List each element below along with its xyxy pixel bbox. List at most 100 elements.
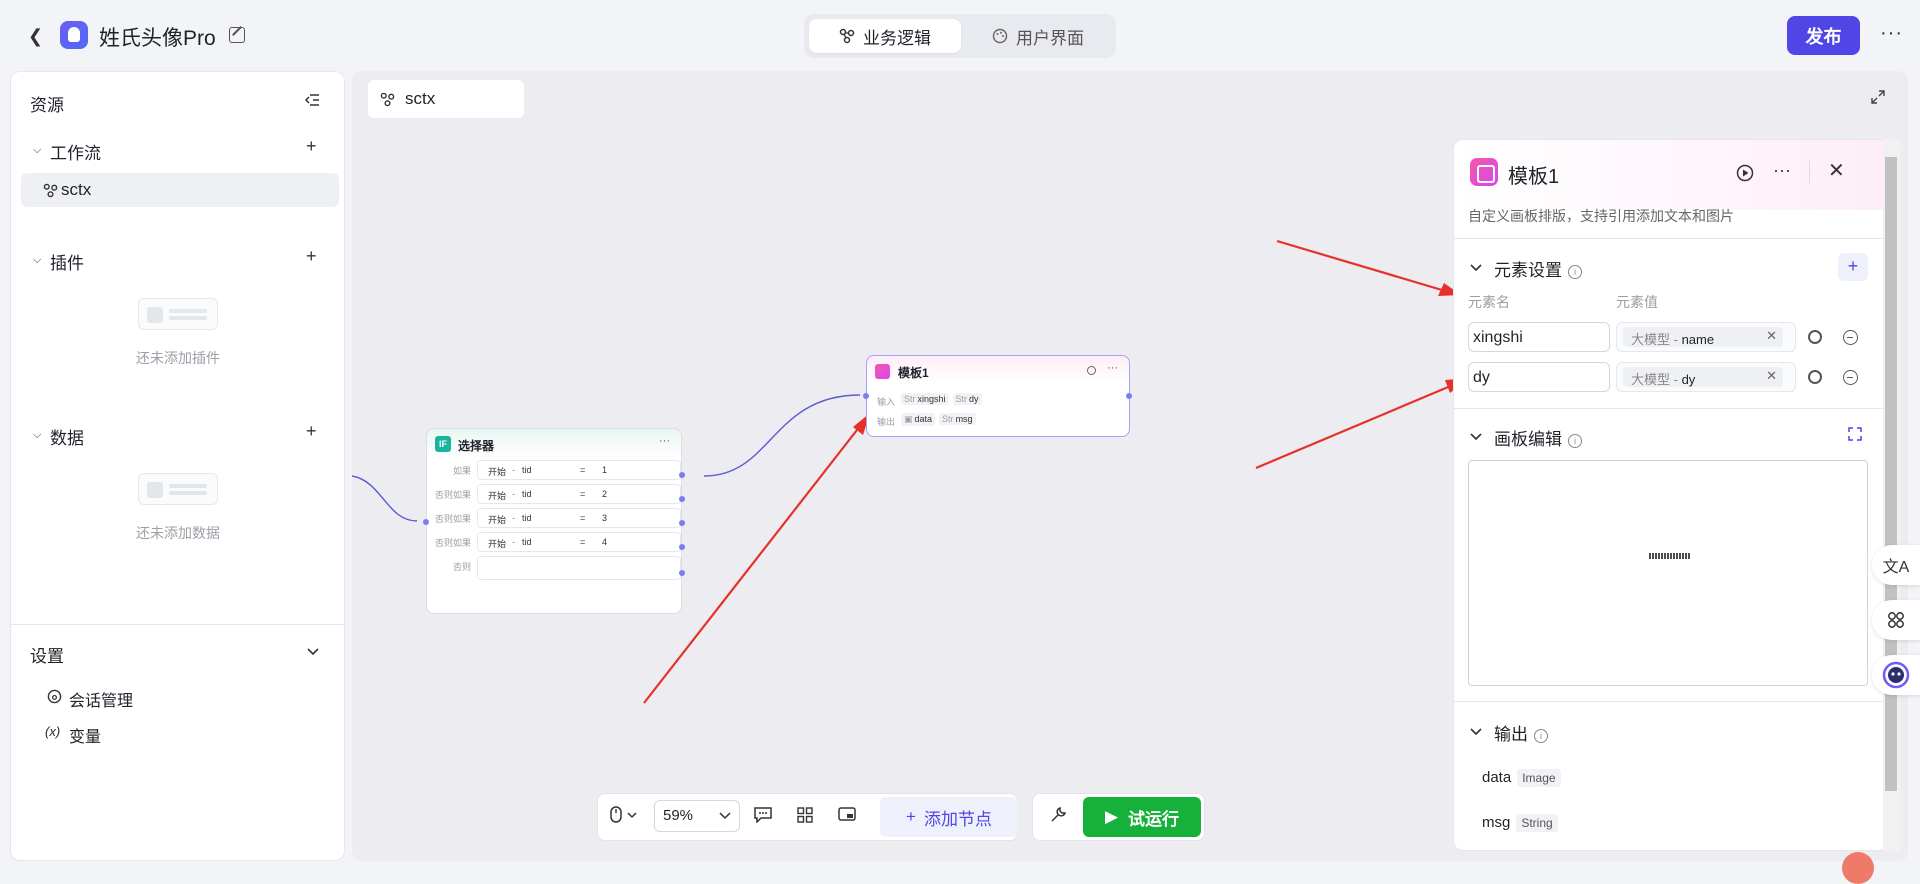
layout-grid-icon[interactable] — [797, 807, 813, 823]
canvas-tab-label: sctx — [405, 89, 436, 108]
condition-field[interactable]: 开始-tid=3 — [477, 508, 681, 528]
section-plugin[interactable]: 插件 — [50, 254, 84, 273]
more-icon[interactable]: ··· — [659, 435, 670, 447]
output-port[interactable] — [679, 520, 685, 526]
play-icon[interactable] — [1736, 164, 1754, 182]
remove-reference-icon[interactable]: ✕ — [1766, 328, 1777, 343]
translate-icon[interactable]: 文A — [1872, 545, 1920, 585]
wrench-icon[interactable] — [1049, 806, 1067, 824]
condition-label: 否则如果 — [434, 538, 471, 548]
remove-element-icon[interactable] — [1843, 330, 1858, 345]
expand-icon[interactable] — [1848, 427, 1862, 441]
condition-op: = — [580, 537, 586, 547]
reference-var: dy — [1681, 372, 1696, 387]
board-canvas[interactable] — [1468, 460, 1868, 686]
chevron-down-icon[interactable]: ⌵ — [33, 254, 42, 266]
gear-icon[interactable] — [1808, 370, 1822, 384]
chevron-down-icon[interactable] — [1470, 264, 1482, 272]
reference-var: name — [1681, 332, 1715, 347]
selector-node[interactable]: IF 选择器 ··· 如果 开始-tid=1 否则如果 开始-tid=2 否则如… — [423, 428, 685, 614]
more-icon[interactable]: ··· — [1880, 22, 1903, 44]
test-run-button[interactable]: ▶试运行 — [1083, 797, 1201, 837]
mouse-mode-icon[interactable] — [610, 806, 642, 824]
tab-user-interface[interactable]: 用户界面 — [964, 19, 1112, 53]
collapse-sidebar-icon[interactable] — [304, 93, 320, 107]
condition-var: tid — [522, 489, 532, 499]
reference-tag: 大模型 - dy✕ — [1623, 367, 1783, 387]
template-icon — [875, 364, 890, 379]
tab-business-logic[interactable]: 业务逻辑 — [809, 19, 961, 53]
canvas-connectors — [352, 239, 1469, 704]
more-icon[interactable]: ··· — [1107, 362, 1118, 374]
condition-field[interactable]: 开始-tid=2 — [477, 484, 681, 504]
add-plugin-icon[interactable]: + — [306, 246, 317, 266]
chevron-down-icon[interactable]: ⌵ — [33, 144, 42, 156]
condition-field[interactable]: 开始-tid=1 — [477, 460, 681, 480]
back-icon[interactable]: ❮ — [28, 26, 44, 46]
condition-var: tid — [522, 465, 532, 475]
section-workflow[interactable]: 工作流 — [50, 144, 101, 163]
settings-title[interactable]: 设置 — [30, 647, 64, 666]
input-port[interactable] — [423, 519, 429, 525]
output-port[interactable] — [679, 570, 685, 576]
output-port[interactable] — [679, 544, 685, 550]
condition-var: tid — [522, 513, 532, 523]
info-icon[interactable]: i — [1568, 434, 1582, 448]
assistant-icon[interactable] — [1872, 655, 1920, 695]
add-workflow-icon[interactable]: + — [306, 136, 317, 156]
remove-element-icon[interactable] — [1843, 370, 1858, 385]
close-icon[interactable]: ✕ — [1828, 160, 1845, 182]
output-port[interactable] — [679, 472, 685, 478]
element-value-field[interactable]: 大模型 - name✕ — [1616, 322, 1796, 352]
tab-label: 用户界面 — [1016, 28, 1084, 48]
element-name-input[interactable]: xingshi — [1468, 322, 1610, 352]
sidebar-item-sctx[interactable]: sctx — [21, 173, 339, 207]
mascot-icon[interactable] — [1842, 852, 1874, 884]
chevron-down-icon[interactable] — [1470, 728, 1482, 736]
output-port[interactable] — [679, 496, 685, 502]
output-port[interactable] — [1126, 393, 1132, 399]
target-icon[interactable] — [1087, 366, 1096, 375]
element-name-input[interactable]: dy — [1468, 362, 1610, 392]
fullscreen-icon[interactable] — [1871, 90, 1885, 104]
element-value-field[interactable]: 大模型 - dy✕ — [1616, 362, 1796, 392]
condition-source: 开始 — [488, 539, 507, 549]
add-node-button[interactable]: +添加节点 — [880, 797, 1018, 837]
add-data-icon[interactable]: + — [306, 421, 317, 441]
more-icon[interactable]: ··· — [1773, 160, 1791, 180]
chevron-down-icon[interactable] — [1470, 433, 1482, 441]
panel-scrollbar[interactable] — [1883, 139, 1900, 851]
resource-sidebar: 资源 ⌵ 工作流 + sctx ⌵ 插件 + 还未添加插件 ⌵ 数据 + 还未添… — [10, 71, 346, 861]
condition-source: 开始 — [488, 491, 507, 501]
zoom-select[interactable]: 59% — [654, 800, 740, 832]
chevron-down-icon[interactable] — [307, 648, 319, 656]
apps-icon[interactable] — [1872, 600, 1920, 640]
info-icon[interactable]: i — [1534, 729, 1548, 743]
chevron-down-icon[interactable]: ⌵ — [33, 429, 42, 441]
section-data[interactable]: 数据 — [50, 429, 84, 448]
add-node-label: 添加节点 — [923, 809, 992, 829]
else-field[interactable] — [477, 556, 681, 580]
edit-icon[interactable] — [229, 27, 245, 43]
reference-tag: 大模型 - name✕ — [1623, 327, 1783, 347]
publish-button[interactable]: 发布 — [1787, 16, 1860, 55]
condition-value: 1 — [602, 465, 608, 475]
input-label: 输入 — [877, 397, 896, 407]
sidebar-item-conversation[interactable]: 会话管理 — [69, 693, 134, 710]
input-port[interactable] — [863, 393, 869, 399]
condition-field[interactable]: 开始-tid=4 — [477, 532, 681, 552]
zoom-value: 59% — [663, 807, 694, 824]
add-element-button[interactable]: + — [1838, 253, 1868, 281]
scrollbar-thumb[interactable] — [1885, 157, 1897, 791]
workflow-icon — [43, 183, 58, 198]
comment-icon[interactable] — [754, 807, 772, 823]
minimap-icon[interactable] — [838, 807, 856, 823]
gear-icon[interactable] — [1808, 330, 1822, 344]
canvas-tab-sctx[interactable]: sctx — [368, 80, 524, 118]
info-icon[interactable]: i — [1568, 265, 1582, 279]
sidebar-item-variable[interactable]: 变量 — [69, 729, 102, 746]
remove-reference-icon[interactable]: ✕ — [1766, 368, 1777, 383]
